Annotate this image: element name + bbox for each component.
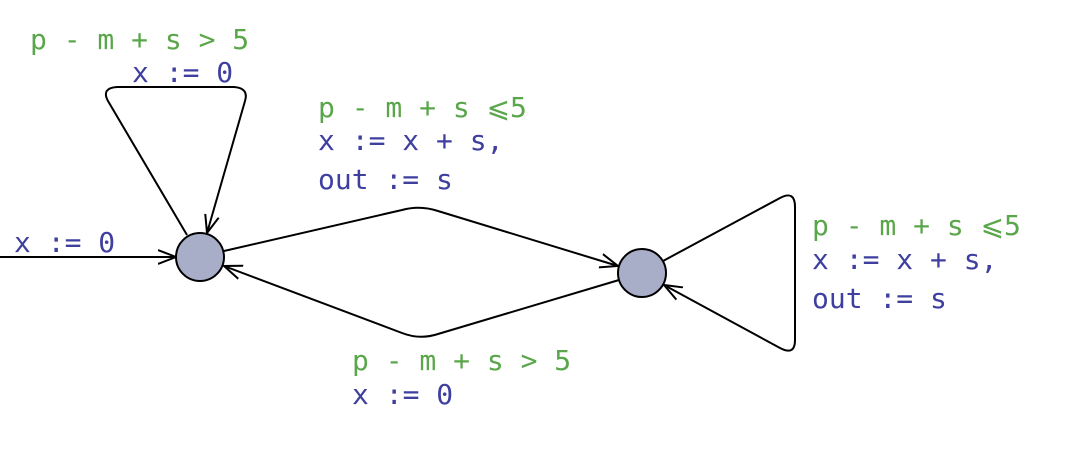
location-right[interactable]: [617, 248, 667, 298]
edge-left-to-right-update-2: out := s: [318, 163, 453, 196]
edge-left-to-right-update-1: x := x + s,: [318, 124, 503, 157]
edge-right-to-left[interactable]: [224, 266, 620, 338]
edge-right-to-left-guard: p - m + s > 5: [352, 344, 571, 377]
self-loop-right-edge[interactable]: [663, 194, 796, 352]
self-loop-left-edge[interactable]: [104, 86, 247, 235]
self-loop-right-update-1: x := x + s,: [812, 243, 997, 276]
edge-left-to-right-guard: p - m + s ⩽5: [318, 91, 527, 124]
initial-update-label: x := 0: [14, 226, 115, 259]
self-loop-left-update: x := 0: [132, 56, 233, 89]
self-loop-right-update-2: out := s: [812, 282, 947, 315]
location-left[interactable]: [175, 232, 225, 282]
edge-right-to-left-update: x := 0: [352, 378, 453, 411]
edge-left-to-right[interactable]: [223, 206, 618, 266]
self-loop-right-guard: p - m + s ⩽5: [812, 209, 1021, 242]
self-loop-left-guard: p - m + s > 5: [30, 23, 249, 56]
